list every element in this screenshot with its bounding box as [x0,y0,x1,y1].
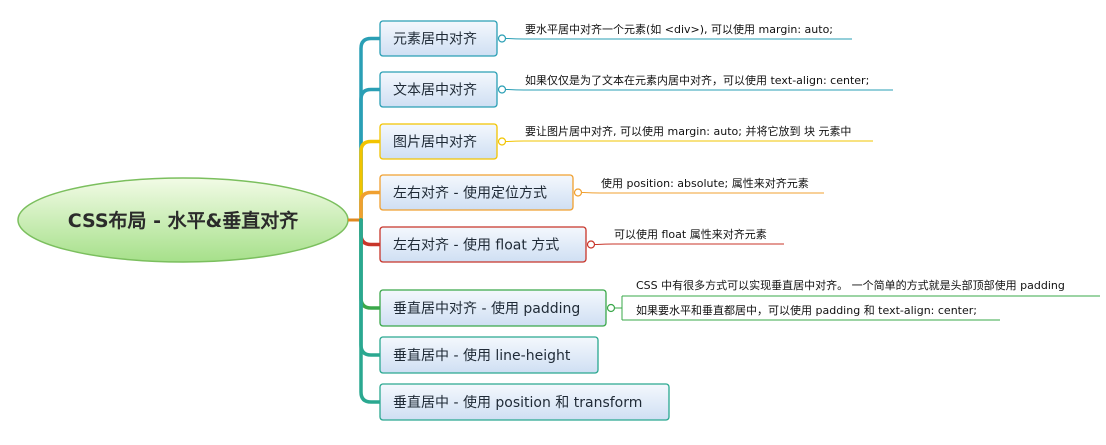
collapse-toggle-icon[interactable] [606,303,616,313]
branch-topic-label: 左右对齐 - 使用 float 方式 [393,237,559,254]
branch-topic[interactable]: 左右对齐 - 使用 float 方式 可以使用 float 属性来对齐元素 [379,226,784,263]
note-label: 使用 position: absolute; 属性来对齐元素 [601,176,809,190]
branch-topic-box [379,226,587,263]
collapse-toggle-icon[interactable] [497,85,507,94]
note-underline [502,89,893,91]
connectors [348,36,382,404]
branch-topic-box [379,289,607,327]
branch-connector [359,218,382,310]
central-topic[interactable]: CSS布局 - 水平&垂直对齐 [17,177,349,263]
note-underline [502,140,873,142]
branches: 元素居中对齐 要水平居中对齐一个元素(如 <div>), 可以使用 margin:… [379,20,1100,421]
branch-topic[interactable]: 图片居中对齐 要让图片居中对齐, 可以使用 margin: auto; 并将它放到… [379,123,873,160]
branch-topic-box [379,174,574,211]
collapse-toggle-icon[interactable] [586,240,596,249]
branch-topic-box [379,123,498,160]
note-label: 如果仅仅是为了文本在元素内居中对齐，可以使用 text-align: cente… [525,73,869,87]
note-label: 可以使用 float 属性来对齐元素 [614,227,767,241]
collapse-toggle-icon[interactable] [497,34,507,43]
central-topic-label: CSS布局 - 水平&垂直对齐 [68,209,299,232]
branch-topic-label: 垂直居中 - 使用 line-height [393,347,571,364]
note-label: CSS 中有很多方式可以实现垂直居中对齐。 一个简单的方式就是头部顶部使用 pa… [636,278,1065,292]
branch-topic[interactable]: 垂直居中对齐 - 使用 padding CSS 中有很多方式可以实现垂直居中对齐。… [379,278,1100,327]
branch-topic-label: 垂直居中 - 使用 position 和 transform [393,394,642,411]
branch-topic[interactable]: 左右对齐 - 使用定位方式 使用 position: absolute; 属性来对… [379,174,824,211]
branch-topic-box [379,71,498,108]
branch-connector [359,36,382,222]
branch-topic[interactable]: 垂直居中 - 使用 position 和 transform [379,383,670,421]
branch-topic[interactable]: 文本居中对齐 如果仅仅是为了文本在元素内居中对齐，可以使用 text-align:… [379,71,893,108]
branch-topic-label: 左右对齐 - 使用定位方式 [393,185,547,202]
branch-topic-box [379,336,599,374]
branch-topic-label: 文本居中对齐 [393,83,477,99]
note-underline [578,192,824,194]
branch-topic[interactable]: 元素居中对齐 要水平居中对齐一个元素(如 <div>), 可以使用 margin:… [379,20,852,57]
branch-topic-box [379,20,498,57]
branch-topic-label: 垂直居中对齐 - 使用 padding [393,300,580,317]
collapse-toggle-icon[interactable] [573,188,583,197]
branch-topic-label: 元素居中对齐 [393,32,477,48]
branch-topic[interactable]: 垂直居中 - 使用 line-height [379,336,599,374]
note-underline [502,38,852,40]
branch-connector [359,218,382,404]
note-label: 要让图片居中对齐, 可以使用 margin: auto; 并将它放到 块 元素中 [525,124,851,138]
branch-topic-box [379,383,670,421]
branch-connector [359,87,382,222]
branch-connector [359,190,382,222]
branch-connector [359,139,382,222]
note-underline [591,243,784,245]
collapse-toggle-icon[interactable] [497,137,507,146]
branch-topic-label: 图片居中对齐 [393,135,477,151]
branch-connector [359,218,382,247]
note-label: 如果要水平和垂直都居中，可以使用 padding 和 text-align: c… [636,303,977,317]
note-label: 要水平居中对齐一个元素(如 <div>), 可以使用 margin: auto; [525,22,833,36]
